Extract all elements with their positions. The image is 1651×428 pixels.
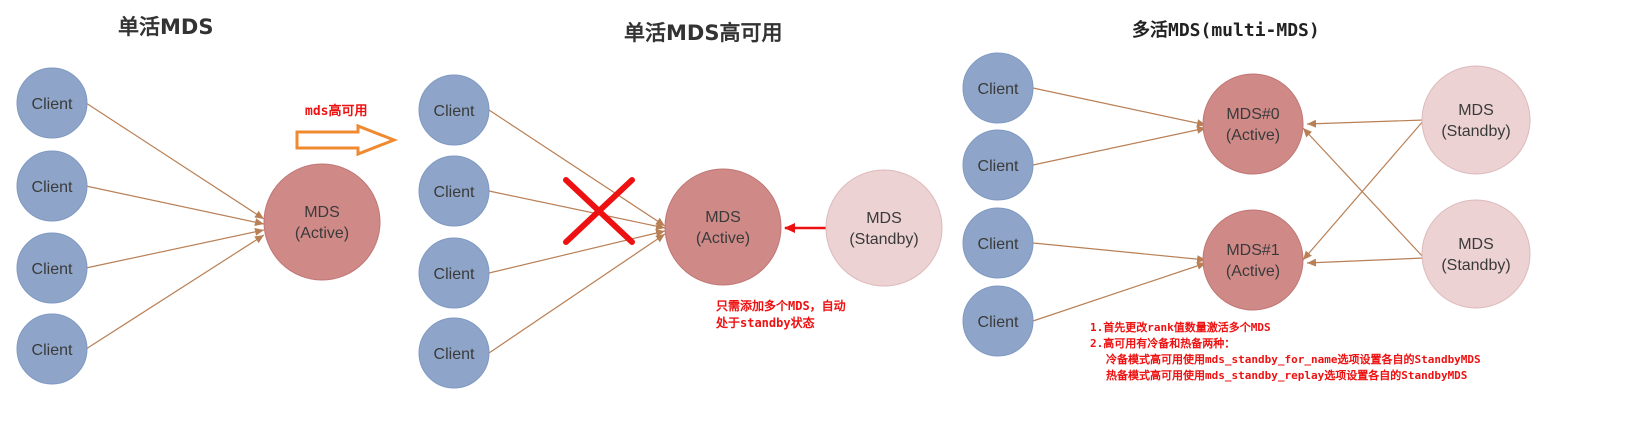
client-label: Client	[32, 179, 73, 196]
mds-label: MDS	[304, 204, 340, 221]
cross-icon	[563, 177, 635, 245]
edge-client-to-mds	[85, 234, 265, 350]
client-label: Client	[434, 184, 475, 201]
mds-label: MDS	[1458, 236, 1494, 253]
client-label: Client	[32, 342, 73, 359]
client-label: Client	[32, 261, 73, 278]
client-node: Client	[16, 313, 88, 385]
mds-state-label: (Active)	[1226, 127, 1280, 144]
client-node: Client	[962, 285, 1034, 357]
note-line: 热备模式高可用使用mds_standby_replay选项设置各自的Standb…	[1106, 368, 1467, 382]
panel-single-mds: 单活MDS Client Client Client Client MDS (A…	[16, 15, 399, 385]
client-node: Client	[16, 150, 88, 222]
mds-standby-node: MDS (Standby)	[1421, 199, 1531, 309]
mds-state-label: (Standby)	[1441, 123, 1510, 140]
edge-client-to-mds	[85, 102, 265, 220]
edge-client-to-mds	[1032, 125, 1207, 166]
client-label: Client	[978, 236, 1019, 253]
note-line: 1.首先更改rank值数量激活多个MDS	[1090, 320, 1271, 334]
edge-standby-to-mds	[1306, 257, 1425, 267]
mds-state-label: (Standby)	[849, 231, 918, 248]
edge-standby-to-mds	[1302, 119, 1425, 261]
client-node: Client	[16, 67, 88, 139]
panel-title: 单活MDS高可用	[624, 21, 782, 45]
client-node: Client	[962, 52, 1034, 124]
panel-multi-mds: 多活MDS(multi-MDS) Client Client Client Cl…	[962, 19, 1531, 382]
mds-state-label: (Active)	[295, 225, 349, 242]
client-label: Client	[978, 314, 1019, 331]
panel-title: 多活MDS(multi-MDS)	[1132, 19, 1320, 41]
edge-standby-to-mds	[1306, 119, 1425, 128]
note-line: 2.高可用有冷备和热备两种：	[1090, 336, 1235, 350]
right-arrow-icon	[295, 123, 399, 157]
client-label: Client	[978, 158, 1019, 175]
client-node: Client	[418, 237, 490, 309]
mds-active-node: MDS#0 (Active)	[1202, 73, 1304, 175]
client-label: Client	[434, 266, 475, 283]
edge-client-to-mds	[85, 185, 265, 227]
mds-label: MDS	[866, 210, 902, 227]
mds-state-label: (Standby)	[1441, 257, 1510, 274]
panel-title: 单活MDS	[118, 15, 213, 39]
edge-client-to-mds	[1032, 87, 1207, 128]
mds-standby-node: MDS (Standby)	[1421, 65, 1531, 175]
mds-standby-node: MDS (Standby)	[825, 169, 943, 287]
client-label: Client	[32, 96, 73, 113]
edge-client-to-mds	[488, 233, 666, 354]
mds-label: MDS#1	[1226, 242, 1279, 259]
client-node: Client	[962, 129, 1034, 201]
mds-label: MDS	[705, 209, 741, 226]
mds-active-node: MDS (Active)	[263, 163, 381, 281]
client-node: Client	[962, 207, 1034, 279]
edge-client-to-mds	[488, 229, 666, 274]
mds-label: MDS#0	[1226, 106, 1279, 123]
client-label: Client	[978, 81, 1019, 98]
edge-client-to-mds	[488, 109, 666, 227]
client-label: Client	[434, 346, 475, 363]
client-label: Client	[434, 103, 475, 120]
mds-active-node: MDS#1 (Active)	[1202, 209, 1304, 311]
client-node: Client	[16, 232, 88, 304]
edge-standby-to-mds	[1302, 127, 1425, 259]
client-node: Client	[418, 317, 490, 389]
note-line: 处于standby状态	[715, 315, 815, 330]
edge-client-to-mds	[1032, 262, 1207, 322]
mds-state-label: (Active)	[1226, 263, 1280, 280]
panel-single-mds-ha: 单活MDS高可用 Client Client Client Client	[418, 21, 943, 389]
client-node: Client	[418, 74, 490, 146]
edge-client-to-mds	[1032, 242, 1207, 264]
client-node: Client	[418, 155, 490, 227]
mds-state-label: (Active)	[696, 230, 750, 247]
edge-client-to-mds	[488, 190, 666, 231]
mds-active-node: MDS (Active)	[664, 168, 782, 286]
note-line: 冷备模式高可用使用mds_standby_for_name选项设置各自的Stan…	[1106, 352, 1481, 366]
note-line: 只需添加多个MDS，自动	[716, 298, 846, 313]
edge-client-to-mds	[85, 227, 265, 269]
mds-label: MDS	[1458, 102, 1494, 119]
transition-label: mds高可用	[305, 103, 367, 119]
